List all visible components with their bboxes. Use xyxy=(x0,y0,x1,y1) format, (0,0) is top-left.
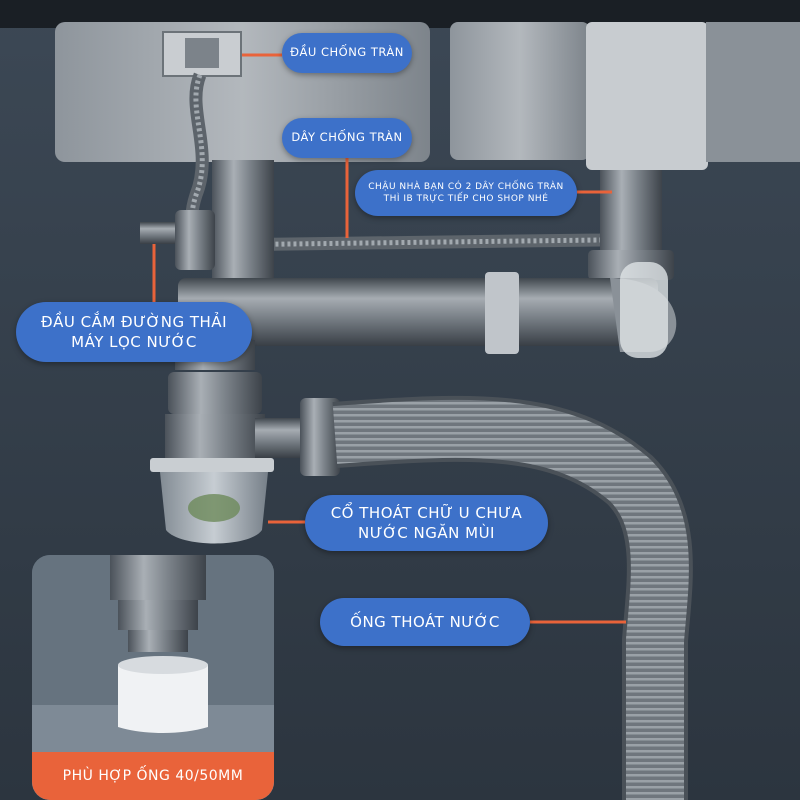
u-trap-line-2: NƯỚC NGĂN MÙI xyxy=(358,524,495,542)
basin-note-line-1: CHẬU NHÀ BẠN CÓ 2 DÂY CHỐNG TRÀN xyxy=(368,181,564,192)
pipe-fit-inset: PHÙ HỢP ỐNG 40/50MM xyxy=(32,555,274,800)
filter-inlet-line-2: MÁY LỌC NƯỚC xyxy=(71,333,197,351)
filter-inlet-callout: ĐẦU CẮM ĐƯỜNG THẢI MÁY LỌC NƯỚC xyxy=(16,302,252,362)
fits-pipe-label: PHÙ HỢP ỐNG 40/50MM xyxy=(62,768,244,784)
basin-note-line-2: THÌ IB TRỰC TIẾP CHO SHOP NHÉ xyxy=(383,194,549,204)
overflow-hose-label: DÂY CHỐNG TRÀN xyxy=(291,130,403,145)
basin-note-callout: CHẬU NHÀ BẠN CÓ 2 DÂY CHỐNG TRÀN THÌ IB … xyxy=(355,170,577,216)
drain-pipe-callout: ỐNG THOÁT NƯỚC xyxy=(320,598,530,646)
overflow-head-label: ĐẦU CHỐNG TRÀN xyxy=(290,45,404,60)
overflow-hose-callout: DÂY CHỐNG TRÀN xyxy=(282,118,412,158)
u-trap-callout: CỔ THOÁT CHỮ U CHƯA NƯỚC NGĂN MÙI xyxy=(305,495,548,551)
fits-pipe-badge: PHÙ HỢP ỐNG 40/50MM xyxy=(32,752,274,800)
u-trap-line-1: CỔ THOÁT CHỮ U CHƯA xyxy=(330,503,523,522)
drain-pipe-label: ỐNG THOÁT NƯỚC xyxy=(350,612,500,631)
filter-inlet-line-1: ĐẦU CẮM ĐƯỜNG THẢI xyxy=(40,312,227,331)
overflow-head-callout: ĐẦU CHỐNG TRÀN xyxy=(282,33,412,73)
